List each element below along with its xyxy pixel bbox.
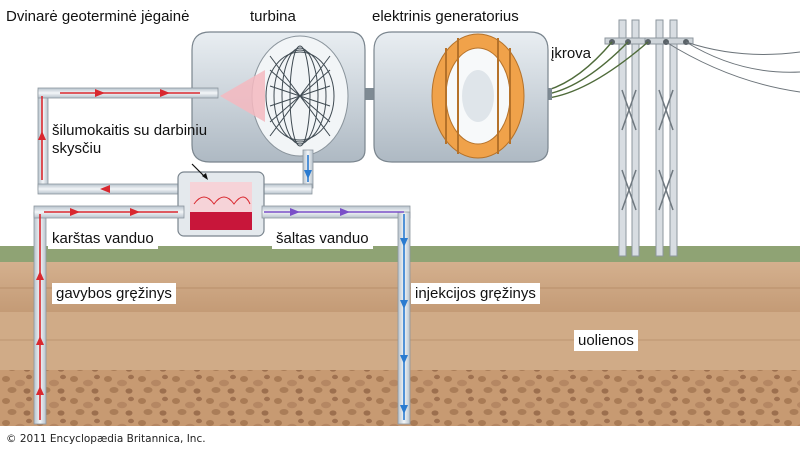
power-line-poles [604, 19, 800, 257]
arrow-down-cold-1 [400, 238, 408, 247]
arrow-up-hot-1 [36, 386, 44, 395]
hot-water-label: karštas vanduo [48, 228, 158, 249]
arrow-right-loop-1 [95, 89, 105, 97]
rocks-label: uolienos [574, 330, 638, 351]
injection-well-pipe [261, 205, 411, 425]
arrow-right-cold-2 [340, 208, 350, 216]
heat-exchanger [177, 171, 265, 237]
charge-label: įkrova [551, 45, 592, 62]
arrow-up-loop [38, 131, 46, 140]
diagram-title: Dvinarė geoterminė jėgainė [6, 8, 190, 25]
turbine-label: turbina [250, 8, 296, 25]
turbine-housing [191, 31, 366, 163]
arrow-right-hot-2 [130, 208, 140, 216]
arrow-down-cold-4 [400, 405, 408, 414]
production-well-label: gavybos gręžinys [52, 283, 176, 304]
generator-label: elektrinis generatorius [372, 8, 519, 25]
flow-arrows [36, 89, 408, 414]
cold-water-label: šaltas vanduo [272, 228, 373, 249]
arrow-right-cold-1 [290, 208, 300, 216]
arrow-right-loop-2 [160, 89, 170, 97]
arrow-right-hot-1 [70, 208, 80, 216]
turbine-blades-icon [265, 45, 335, 147]
arrow-left-loop [100, 185, 110, 193]
copyright-notice: © 2011 Encyclopædia Britannica, Inc. [6, 433, 206, 445]
arrow-up-hot-2 [36, 336, 44, 345]
output-cables [547, 41, 649, 99]
arrow-down-loop [304, 170, 312, 179]
injection-well-label: injekcijos gręžinys [411, 283, 540, 304]
generator-housing [373, 31, 549, 163]
arrow-up-hot-3 [36, 271, 44, 280]
arrow-down-cold-2 [400, 300, 408, 309]
hot-fluid-pool [190, 212, 252, 230]
heat-exchanger-label: šilumokaitis su darbiniu skysčiu [52, 122, 208, 157]
arrow-down-cold-3 [400, 355, 408, 364]
steam-cone [220, 70, 265, 122]
